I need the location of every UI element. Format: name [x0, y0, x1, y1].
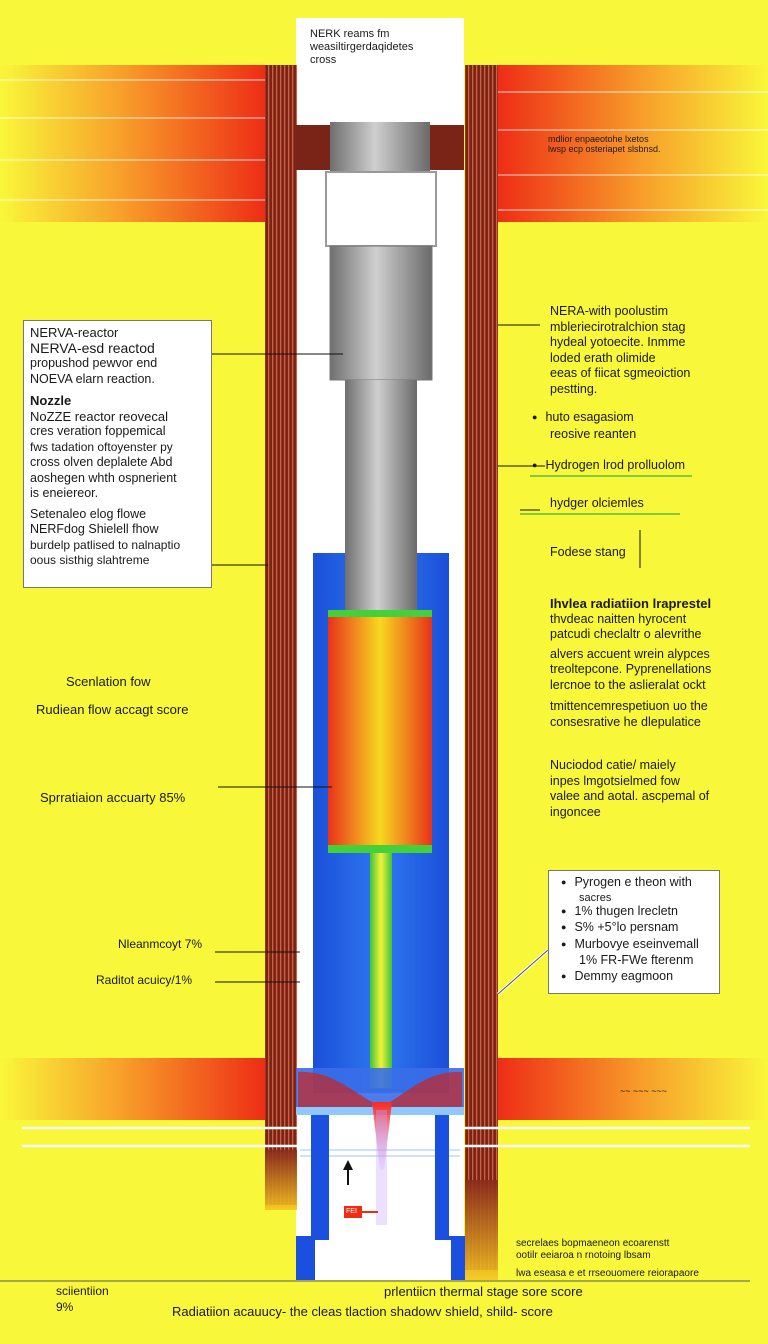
lower-heat-band-right	[498, 1058, 768, 1120]
callout-line: consesrative he dlepulatice	[550, 714, 701, 729]
bullet-item: Pyrogen e theon with	[561, 875, 711, 892]
footer-center-label: prlentiicn thermal stage sore score	[384, 1284, 583, 1299]
footer-left-label: sciientiion	[56, 1284, 109, 1298]
bullet-sub: sacres	[579, 891, 612, 904]
note-line: secrelaes bopmaeneon ecoarenstt	[516, 1238, 670, 1249]
right-callout-2: Ihvlea radiatiion lraprestel thvdeac nai…	[550, 596, 711, 730]
upper-heat-band-left	[0, 65, 265, 222]
left-label-n75: Nleanmcoyt 7%	[118, 937, 203, 951]
right-label-4: Fodese stang	[550, 545, 626, 559]
exhaust-jet	[370, 853, 392, 1088]
right-callout-1: NERA-with poolustim mbleriecirotralchion…	[550, 304, 690, 397]
left-label-flow: Scenlation fow	[66, 674, 151, 689]
bullet-sub: 1% FR-FWe fterenm	[579, 953, 694, 967]
right-callout-3: Nuciodod catie/ maiely inpes lmgotsielme…	[550, 758, 709, 820]
bullet-line: huto esagasiom	[532, 410, 636, 427]
callout-line: alvers accuent wrein alypces	[550, 646, 710, 661]
top-label-line: NERK reams fm	[310, 28, 390, 40]
footer-bottom-label: Radiatiion acauucy- the cleas tlaction s…	[172, 1304, 553, 1319]
top-label-line: weasiltirgerdaqidetes	[310, 41, 414, 53]
box-line: Setenaleo elog flowe	[30, 506, 147, 521]
lower-right-note-3: lwa eseasa e et rrseouomere reiorapaore	[516, 1268, 699, 1279]
box-line: cross olven deplalete Abd	[30, 455, 173, 469]
exhaust-plume	[372, 1102, 392, 1170]
lower-heat-band-left	[0, 1058, 265, 1120]
callout-line: loded erath olimide	[550, 350, 656, 365]
callout-line: Nuciodod catie/ maiely	[550, 758, 676, 772]
callout-line: treoltepcone. Pyprenellations	[550, 662, 712, 676]
wall-left	[265, 65, 297, 1205]
box-line: NERVA-esd reactod	[30, 339, 155, 356]
callout-line: pestting.	[550, 381, 598, 396]
note-line: ootilr eeiaroa n rnotoing lbsam	[516, 1250, 651, 1261]
callout-line: valee and aotal. ascpemal of	[550, 789, 710, 803]
right-bullet-2: Hydrogen lrod prolluolom	[532, 458, 685, 475]
footer-left-value: 9%	[56, 1300, 74, 1314]
box-heading: Nozzle	[30, 393, 72, 408]
top-label: NERK reams fm weasiltirgerdaqidetes cros…	[310, 28, 413, 67]
box-line: NoZZE reactor reovecal	[30, 408, 168, 424]
left-label-flow-score: Rudiean flow accagt score	[36, 702, 189, 717]
callout-heading: Ihvlea radiatiion lraprestel	[550, 596, 712, 611]
bullet-box: Pyrogen e theon with sacres 1% thugen lr…	[548, 870, 720, 994]
reactor-core	[328, 617, 432, 845]
turbopump	[329, 245, 433, 381]
note-line: lwsp ecp osteriapet slsbnsd.	[548, 144, 661, 154]
box-line: aoshegen whth ospnerient	[30, 470, 177, 485]
bullet-line: reosive reanten	[550, 426, 637, 441]
box-line: burdelp patlised to nalnaptio	[30, 537, 181, 552]
note-line: mdlior enpaeotohe lxetos	[548, 134, 649, 144]
callout-line: NERA-with poolustim	[550, 304, 669, 318]
callout-line: eeas of fiicat sgmeoiction	[550, 366, 691, 380]
lower-right-note-2: secrelaes bopmaeneon ecoarenstt ootilr e…	[516, 1238, 669, 1262]
top-cap-block	[330, 122, 430, 172]
upper-heat-band-right	[498, 65, 768, 222]
callout-line: thvdeac naitten hyrocent	[550, 611, 687, 626]
exhaust-tag: FEI	[346, 1208, 357, 1215]
box-line: oous sisthig slahtreme	[30, 553, 150, 567]
right-label-3: hydger olciemles	[550, 496, 644, 510]
top-label-line: cross	[310, 54, 337, 66]
box-line: NERFdog Shielell fhow	[30, 522, 159, 536]
nozzle-skirt-right	[435, 1115, 465, 1280]
box-line: NOEVA elarn reaction.	[30, 371, 155, 386]
callout-line: inpes lmgotsielmed fow	[550, 773, 680, 788]
bullet-item: Murbovye eseinvemall	[561, 937, 711, 954]
callout-line: ingoncee	[550, 804, 601, 819]
callout-line: lercnoe to the aslieralat ockt	[550, 677, 706, 692]
left-label-accuracy: Sprratiaion accuarty 85%	[40, 790, 186, 805]
box-line: fws tadation oftoyenster py	[30, 439, 173, 454]
right-bullet-1: huto esagasiom reosive reanten	[532, 410, 636, 442]
bullet-item: 1% thugen lrecletn	[561, 904, 711, 921]
bullet-item: S% +5°lo persnam	[561, 920, 711, 937]
box-line: propushod pewvor end	[30, 356, 158, 370]
nozzle-skirt-left	[296, 1115, 329, 1280]
bullet-line: Hydrogen lrod prolluolom	[532, 458, 685, 475]
box-line: cres veration foppemical	[30, 424, 166, 438]
box-line: NERVA-reactor	[30, 325, 119, 340]
wall-right	[465, 65, 498, 1270]
bullet-item: Demmy eagmoon	[561, 969, 711, 986]
callout-line: patcudi checlaltr o alevrithe	[550, 627, 702, 641]
callout-line: hydeal yotoecite. Inmme	[550, 335, 686, 349]
callout-line: mbleriecirotralchion stag	[550, 319, 686, 334]
callout-line: tmittencemrespetiuon uo the	[550, 699, 708, 713]
box-line: is eneiereor.	[30, 486, 99, 500]
left-label-radiation: Raditot acuicy/1%	[96, 973, 193, 987]
left-description-box: NERVA-reactor NERVA-esd reactod propusho…	[23, 320, 212, 588]
lower-right-note-1: ~~ ~~~ ~~~	[620, 1086, 668, 1096]
upper-right-note: mdlior enpaeotohe lxetos lwsp ecp osteri…	[548, 134, 661, 154]
